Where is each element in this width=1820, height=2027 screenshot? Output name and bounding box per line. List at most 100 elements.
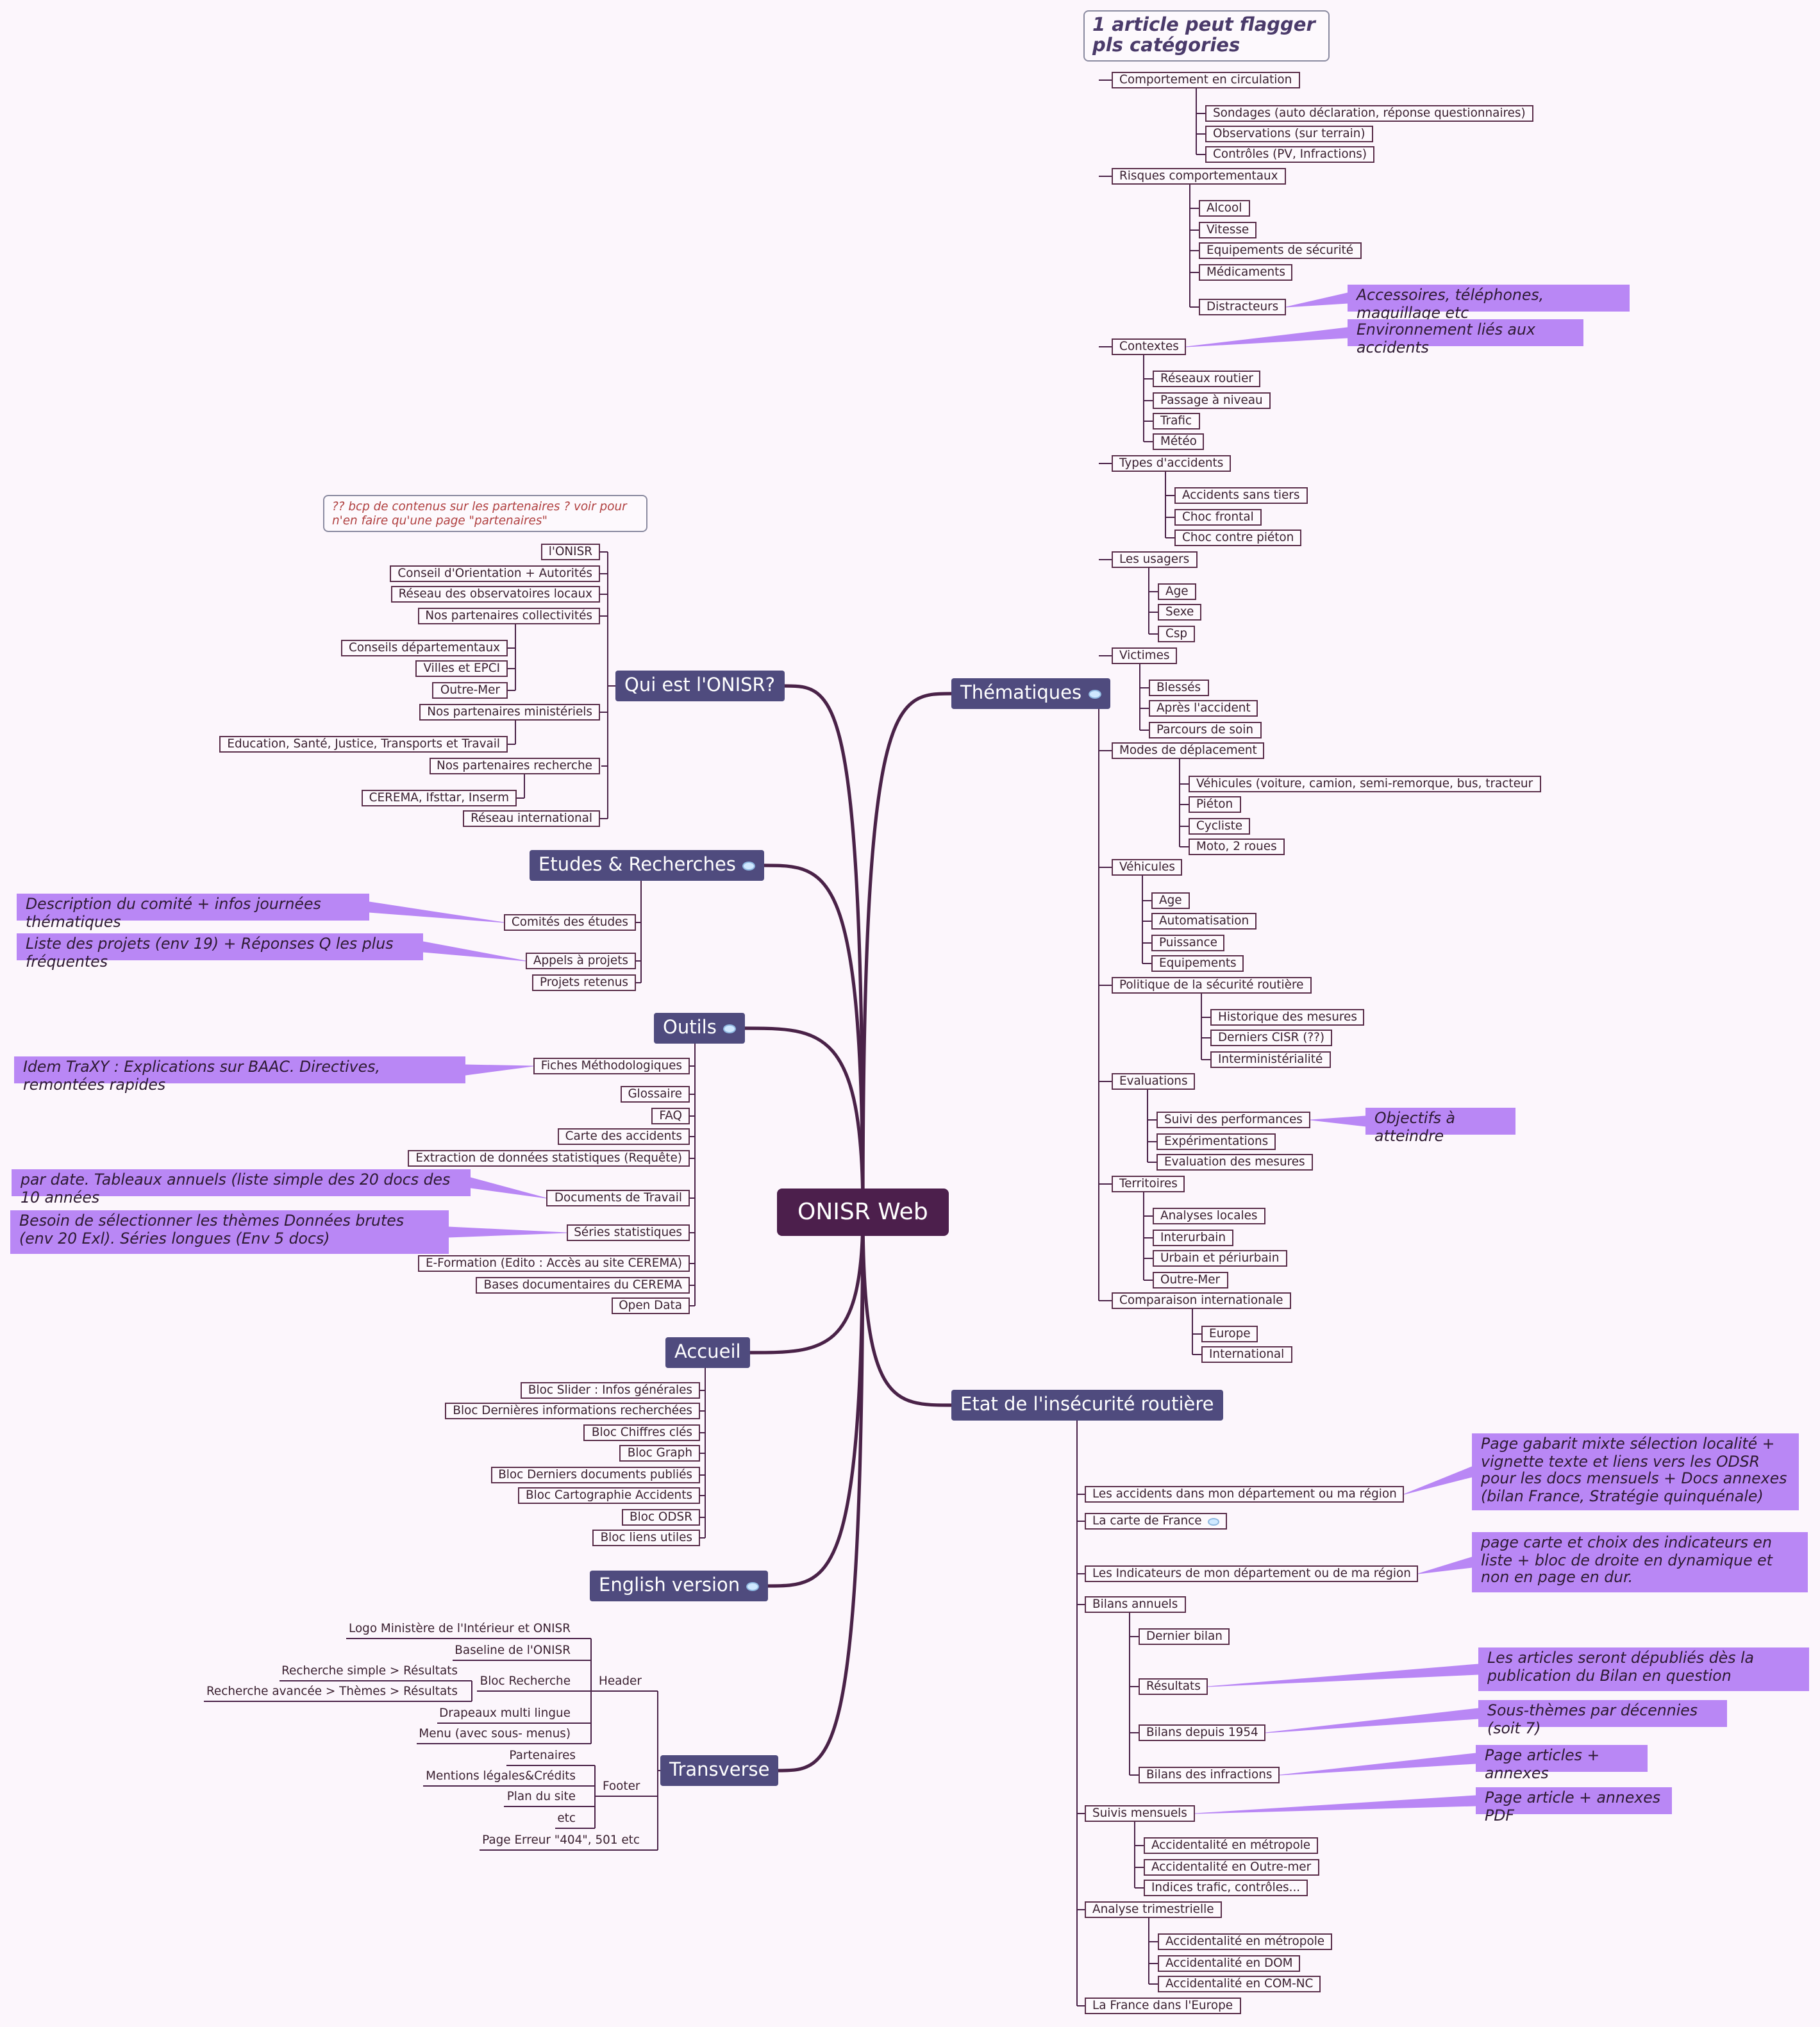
transverse-recherche-simple[interactable]: Recherche simple > Résultats [281,1664,458,1678]
topic-sans-tiers[interactable]: Accidents sans tiers [1174,487,1308,504]
qui-ministeriels[interactable]: Nos partenaires ministériels [419,704,600,721]
accueil-slider[interactable]: Bloc Slider : Infos générales [520,1382,700,1399]
topic-pieton[interactable]: Piéton [1189,796,1241,813]
accueil-liens[interactable]: Bloc liens utiles [592,1530,700,1546]
etat-analyse[interactable]: Analyse trimestrielle [1085,1901,1222,1918]
topic-sondages[interactable]: Sondages (auto déclaration, réponse ques… [1205,105,1533,122]
comment-icon[interactable] [746,1581,760,1590]
comment-icon[interactable] [742,861,755,870]
topic-interministerialite[interactable]: Interministérialité [1210,1051,1331,1068]
etat-europe[interactable]: La France dans l'Europe [1085,1998,1241,2014]
topic-alcool[interactable]: Alcool [1199,200,1250,217]
outils-series[interactable]: Séries statistiques [566,1224,690,1241]
topic-apres[interactable]: Après l'accident [1149,700,1258,717]
etat-resultats[interactable]: Résultats [1139,1678,1208,1695]
branch-etudes[interactable]: Etudes & Recherches [530,850,764,881]
transverse-mentions[interactable]: Mentions légales&Crédits [426,1769,576,1783]
topic-choc-pieton[interactable]: Choc contre piéton [1174,530,1302,546]
qui-conseils-dep[interactable]: Conseils départementaux [340,640,508,656]
outils-fiches[interactable]: Fiches Méthodologiques [533,1058,690,1074]
transverse-menu[interactable]: Menu (avec sous- menus) [419,1727,571,1741]
accueil-chiffres[interactable]: Bloc Chiffres clés [583,1424,700,1441]
etat-metropole-mensuel[interactable]: Accidentalité en métropole [1144,1837,1319,1854]
accueil-odsr[interactable]: Bloc ODSR [622,1509,700,1526]
topic-analyses-locales[interactable]: Analyses locales [1153,1208,1265,1224]
accueil-dernieres[interactable]: Bloc Dernières informations recherchées [445,1403,700,1419]
transverse-drapeaux[interactable]: Drapeaux multi lingue [439,1706,571,1721]
topic-csp[interactable]: Csp [1158,626,1196,642]
etat-dom[interactable]: Accidentalité en DOM [1158,1955,1301,1972]
branch-accueil[interactable]: Accueil [665,1337,750,1368]
transverse-header[interactable]: Header [599,1674,642,1689]
topic-passage[interactable]: Passage à niveau [1153,392,1271,409]
etat-indicateurs[interactable]: Les Indicateurs de mon département ou de… [1085,1565,1419,1582]
etat-metropole-trim[interactable]: Accidentalité en métropole [1158,1933,1333,1950]
topic-europe[interactable]: Europe [1201,1326,1258,1342]
comment-icon[interactable] [1208,1517,1220,1525]
topic-equipements-securite[interactable]: Equipements de sécurité [1199,242,1362,259]
topic-equipements[interactable]: Equipements [1151,955,1244,972]
topic-comparaison[interactable]: Comparaison internationale [1112,1292,1291,1309]
qui-cerema[interactable]: CEREMA, Ifsttar, Inserm [361,790,517,806]
topic-territoires[interactable]: Territoires [1112,1176,1185,1192]
qui-reseau-obs[interactable]: Réseau des observatoires locaux [390,586,600,603]
topic-evaluation-mesures[interactable]: Evaluation des mesures [1156,1154,1313,1171]
topic-interurbain[interactable]: Interurbain [1153,1230,1234,1246]
topic-automatisation[interactable]: Automatisation [1151,913,1257,930]
topic-types[interactable]: Types d'accidents [1112,455,1231,472]
topic-politique[interactable]: Politique de la sécurité routière [1112,977,1312,994]
etat-dernier-bilan[interactable]: Dernier bilan [1139,1628,1230,1645]
outils-documents[interactable]: Documents de Travail [546,1190,690,1206]
qui-outre-mer[interactable]: Outre-Mer [432,682,508,699]
topic-puissance[interactable]: Puissance [1151,935,1225,951]
etat-suivis[interactable]: Suivis mensuels [1085,1805,1195,1822]
etat-accidents-dept[interactable]: Les accidents dans mon département ou ma… [1085,1486,1405,1503]
branch-transverse[interactable]: Transverse [660,1755,779,1786]
qui-conseil[interactable]: Conseil d'Orientation + Autorités [390,565,600,582]
topic-age[interactable]: Age [1158,583,1196,600]
topic-victimes[interactable]: Victimes [1112,647,1178,664]
topic-experimentations[interactable]: Expérimentations [1156,1133,1276,1150]
etat-comnc[interactable]: Accidentalité en COM-NC [1158,1976,1321,1992]
branch-english[interactable]: English version [590,1571,769,1601]
topic-blesses[interactable]: Blessés [1149,680,1209,696]
topic-risques[interactable]: Risques comportementaux [1112,168,1286,185]
transverse-erreur[interactable]: Page Erreur "404", 501 etc [482,1833,640,1848]
topic-parcours[interactable]: Parcours de soin [1149,722,1261,738]
topic-comportement[interactable]: Comportement en circulation [1112,72,1300,88]
topic-medicaments[interactable]: Médicaments [1199,264,1293,281]
topic-evaluations[interactable]: Evaluations [1112,1073,1196,1090]
topic-urbain[interactable]: Urbain et périurbain [1153,1250,1287,1267]
transverse-bloc-recherche[interactable]: Bloc Recherche [480,1674,571,1689]
transverse-footer[interactable]: Footer [603,1780,640,1794]
topic-sexe[interactable]: Sexe [1158,604,1202,621]
topic-suivi[interactable]: Suivi des performances [1156,1112,1310,1128]
topic-contextes[interactable]: Contextes [1112,338,1187,355]
etudes-comites[interactable]: Comités des études [503,914,636,931]
topic-vehicules[interactable]: Véhicules [1112,859,1183,876]
topic-modes[interactable]: Modes de déplacement [1112,742,1265,759]
qui-education[interactable]: Education, Santé, Justice, Transports et… [219,736,508,753]
etat-bilans-infractions[interactable]: Bilans des infractions [1139,1767,1280,1783]
transverse-plan[interactable]: Plan du site [506,1790,576,1804]
etat-bilans-1954[interactable]: Bilans depuis 1954 [1139,1724,1266,1741]
outils-glossaire[interactable]: Glossaire [620,1086,690,1103]
outils-bases[interactable]: Bases documentaires du CEREMA [476,1277,690,1294]
transverse-recherche-avancee[interactable]: Recherche avancée > Thèmes > Résultats [206,1685,458,1699]
topic-vehicules-mode[interactable]: Véhicules (voiture, camion, semi-remorqu… [1189,776,1541,792]
qui-collectivites[interactable]: Nos partenaires collectivités [417,608,600,624]
etat-indices[interactable]: Indices trafic, contrôles... [1144,1880,1308,1896]
etat-carte-france[interactable]: La carte de France [1085,1513,1228,1530]
outils-opendata[interactable]: Open Data [611,1297,690,1314]
transverse-baseline[interactable]: Baseline de l'ONISR [455,1644,571,1658]
topic-historique[interactable]: Historique des mesures [1210,1009,1365,1026]
branch-etat[interactable]: Etat de l'insécurité routière [951,1390,1223,1421]
transverse-etc[interactable]: etc [557,1812,576,1826]
qui-lonisr[interactable]: l'ONISR [540,544,600,560]
etudes-retenus[interactable]: Projets retenus [531,974,636,991]
transverse-logo[interactable]: Logo Ministère de l'Intérieur et ONISR [349,1622,571,1636]
topic-reseaux[interactable]: Réseaux routier [1153,371,1261,387]
topic-international[interactable]: International [1201,1346,1292,1363]
accueil-graph[interactable]: Bloc Graph [619,1445,700,1462]
accueil-cartographie[interactable]: Bloc Cartographie Accidents [518,1487,700,1504]
